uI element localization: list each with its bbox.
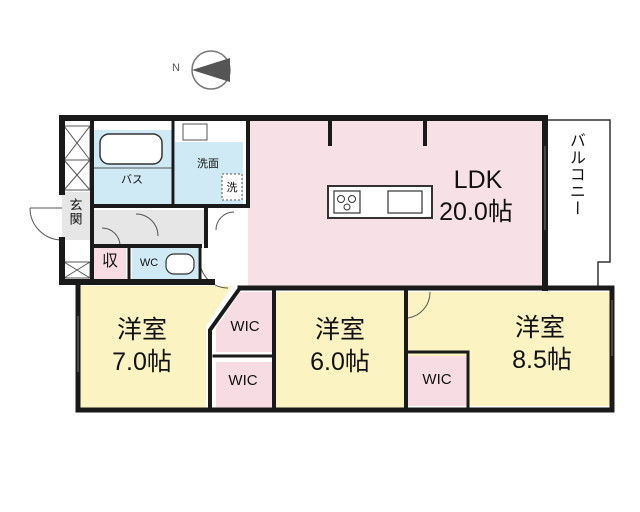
western-room-1 — [80, 286, 232, 408]
western-room-1-name: 洋室 — [116, 316, 167, 344]
wic-1 — [216, 292, 272, 352]
washer-space — [221, 173, 243, 201]
wic-2 — [216, 362, 272, 408]
ldk-name: LDK — [453, 166, 503, 194]
balcony-label: バルコニー — [566, 132, 584, 217]
stove-icon — [333, 190, 361, 214]
sink-icon — [387, 190, 423, 214]
compass-needle-icon — [192, 58, 230, 82]
entrance-area — [62, 192, 92, 240]
bath-label: バス — [121, 174, 143, 186]
compass-north-label: N — [172, 62, 180, 74]
windows — [77, 146, 613, 372]
wic-3-label: WIC — [422, 371, 452, 388]
ldk-size: 20.0帖 — [439, 198, 513, 226]
western-room-1-size: 7.0帖 — [112, 348, 172, 376]
wic-1-label: WIC — [230, 318, 260, 335]
western-room-2 — [276, 292, 404, 408]
bathtub-icon — [99, 133, 163, 165]
western-room-3-name: 洋室 — [514, 314, 565, 342]
western-room-2-name: 洋室 — [314, 316, 365, 344]
compass — [191, 50, 231, 90]
wc-label: WC — [139, 257, 159, 269]
storage-label: 収 — [101, 253, 118, 270]
entrance-door-swing — [29, 207, 63, 241]
wash-basin-icon — [182, 123, 208, 141]
toilet-icon — [165, 253, 195, 275]
entrance-label: 玄関 — [67, 198, 83, 226]
wic-2-label: WIC — [228, 372, 258, 389]
washer-label: 洗 — [226, 182, 238, 194]
kitchen-counter — [327, 185, 433, 219]
western-room-3-size: 8.5帖 — [512, 346, 572, 374]
western-room-2-size: 6.0帖 — [310, 348, 370, 376]
washroom-label: 洗面 — [197, 158, 219, 170]
wic-3 — [408, 356, 466, 406]
storage-closet — [94, 248, 126, 280]
hallway — [94, 210, 206, 244]
